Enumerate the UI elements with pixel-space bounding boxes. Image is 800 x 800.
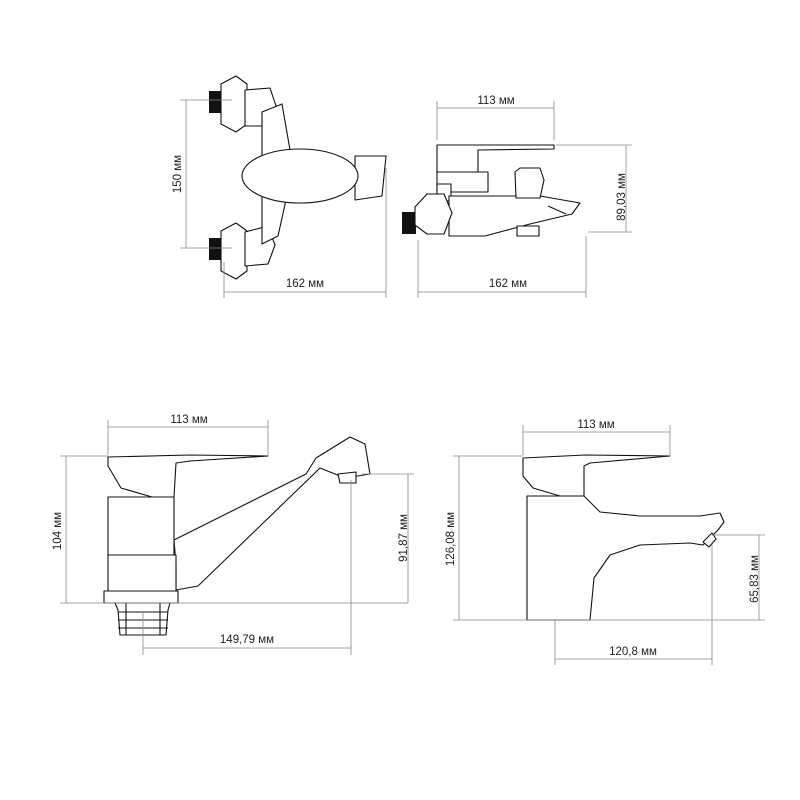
aerator-short — [702, 532, 717, 548]
label-spout-height-65: 65,83 мм — [749, 555, 761, 603]
label-height-150: 150 мм — [172, 155, 184, 193]
dim-reach-120 — [554, 545, 713, 665]
diverter-knob — [514, 167, 545, 199]
thread-side — [402, 212, 416, 234]
dim-spout-height-65 — [712, 534, 765, 620]
dim-width-113-short — [522, 425, 671, 455]
nut-side — [414, 193, 453, 235]
label-height-126: 126,08 мм — [445, 512, 457, 566]
thread-top — [209, 91, 223, 113]
dim-height-150 — [180, 99, 232, 249]
dim-height-126 — [453, 455, 765, 621]
label-width-113-long: 113 мм — [170, 414, 207, 426]
cascade-body — [526, 495, 725, 621]
lever-front — [354, 155, 387, 201]
label-width-162-side: 162 мм — [489, 278, 527, 290]
label-spout-height-91: 91,87 мм — [398, 514, 410, 562]
dim-spout-height-91 — [362, 473, 414, 603]
basin-mixer-cascade-view: 113 мм 126,08 мм 65,83 мм 120,8 мм — [445, 419, 765, 665]
label-width-162-front: 162 мм — [286, 278, 324, 290]
swivel-spout — [173, 436, 371, 591]
dim-reach-149 — [142, 480, 352, 655]
label-reach-120: 120,8 мм — [609, 646, 657, 658]
basin-mixer-long-spout-view: 113 мм 104 мм 91,87 мм 149,79 мм — [52, 414, 414, 655]
label-height-89: 89,03 мм — [616, 173, 628, 221]
base-plate — [103, 590, 179, 604]
label-reach-149: 149,79 мм — [220, 634, 274, 646]
nut-top — [220, 75, 248, 133]
wall-mixer-front-view: 150 мм 162 мм — [172, 75, 387, 298]
label-height-104: 104 мм — [52, 512, 64, 550]
label-width-113-short: 113 мм — [577, 419, 614, 431]
cartridge-dome — [241, 148, 359, 204]
wall-mixer-side-view: 113 мм 89,03 мм 162 мм — [402, 95, 632, 298]
lever-basin-long — [107, 454, 269, 498]
mounting-nut — [114, 602, 171, 636]
shower-outlet — [516, 225, 540, 237]
spout-side — [448, 195, 581, 237]
body-lower — [107, 554, 177, 592]
spout-detail — [547, 205, 567, 215]
nut-bottom — [220, 222, 248, 280]
dim-width-113-long — [107, 420, 269, 455]
dim-width-162-front — [223, 168, 387, 298]
dim-width-113-side — [436, 101, 555, 140]
thread-bottom — [209, 238, 223, 260]
dim-height-104 — [60, 455, 408, 604]
body-upper — [107, 496, 175, 556]
dim-width-162-side — [417, 236, 587, 298]
aerator-long — [337, 471, 357, 484]
dim-height-89 — [556, 144, 632, 233]
lever-basin-short — [522, 454, 671, 497]
label-width-113-side: 113 мм — [477, 95, 514, 107]
